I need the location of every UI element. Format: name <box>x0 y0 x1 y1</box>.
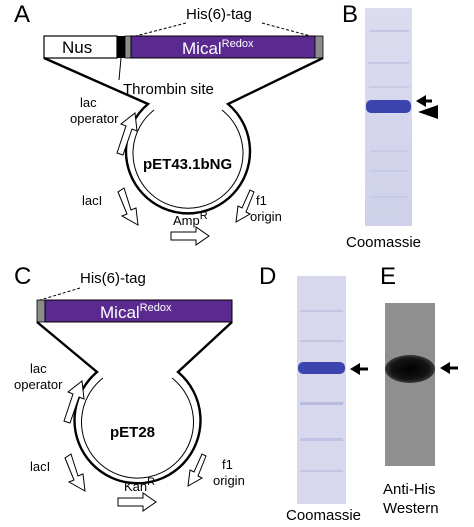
panel-b: B Coomassie <box>342 1 438 251</box>
plasmid-inner-ring-c <box>81 377 194 479</box>
laci-arrow-a <box>117 187 139 226</box>
band-arrowhead-b <box>418 105 438 119</box>
coomassie-label-d: Coomassie <box>286 507 361 524</box>
f1-origin-arrow-a <box>235 189 255 223</box>
coomassie-lane-d <box>297 276 346 504</box>
faint-band-b-4 <box>370 150 408 152</box>
panel-b-letter: B <box>342 1 358 28</box>
western-band <box>385 355 435 383</box>
faint-band-d-5 <box>300 470 343 472</box>
faint-band-b-6 <box>370 196 408 198</box>
his-tag-block-c <box>36 299 46 323</box>
faint-band-d-3 <box>300 402 343 405</box>
nus-label: Nus <box>62 38 92 57</box>
faint-band-b-5 <box>370 170 408 172</box>
mical-label-c: MicalRedox <box>100 302 172 322</box>
amp-resistance-arrow <box>170 226 210 246</box>
thrombin-site-label: Thrombin site <box>123 81 214 98</box>
plasmid-inner-ring-a <box>132 109 244 209</box>
band-arrow-d <box>350 363 360 375</box>
panel-a-letter: A <box>14 1 30 28</box>
panel-e: E Anti-His Western <box>380 263 458 517</box>
f1-origin-arrow-c <box>187 453 207 487</box>
panel-d-letter: D <box>259 263 276 290</box>
coomassie-label-b: Coomassie <box>346 234 421 251</box>
faint-band-d-4 <box>300 438 343 441</box>
faint-band-b-1 <box>369 30 409 32</box>
his-tag-label-c: His(6)-tag <box>80 270 146 287</box>
his-tag-block-right-a <box>314 35 324 59</box>
major-band-d <box>298 362 345 374</box>
plasmid-name-a: pET43.1bNG <box>143 156 232 173</box>
panel-d: D Coomassie <box>259 263 368 524</box>
western-blot-strip <box>385 303 435 466</box>
amp-resistance-label: AmpR <box>173 210 208 228</box>
laci-arrow-c <box>64 453 86 492</box>
band-arrow-e <box>440 362 450 374</box>
his-tag-connector-c <box>39 287 81 301</box>
kan-resistance-arrow <box>117 492 157 512</box>
faint-band-b-2 <box>368 62 409 64</box>
lac-operator-arrow-a <box>116 112 138 156</box>
his-tag-label-a: His(6)-tag <box>186 6 252 23</box>
lac-operator-arrow-c <box>63 380 85 424</box>
faint-band-b-3 <box>369 86 409 88</box>
laci-label-c: lacI <box>30 459 50 474</box>
thrombin-pointer <box>118 57 122 81</box>
coomassie-lane-b <box>365 8 412 226</box>
panel-c-letter: C <box>14 263 31 290</box>
anti-his-label: Anti-His <box>383 481 436 498</box>
western-label: Western <box>383 500 439 517</box>
kan-resistance-label: KanR <box>124 476 155 494</box>
faint-band-d-1 <box>300 310 343 312</box>
band-arrow-b <box>416 95 426 107</box>
thrombin-site-block <box>117 36 125 58</box>
faint-band-d-2 <box>300 340 343 342</box>
major-band-b <box>366 100 411 113</box>
his-tag-block-left-a <box>124 35 132 59</box>
plasmid-outline-c <box>36 321 233 485</box>
plasmid-name-c: pET28 <box>110 424 155 441</box>
laci-label-a: lacI <box>82 193 102 208</box>
panel-e-letter: E <box>380 263 396 290</box>
panel-a: A His(6)-tag Nus MicalRedox Thrombin sit… <box>14 1 324 246</box>
mical-redox-domain-c <box>44 299 233 323</box>
mical-label-a: MicalRedox <box>182 38 254 58</box>
